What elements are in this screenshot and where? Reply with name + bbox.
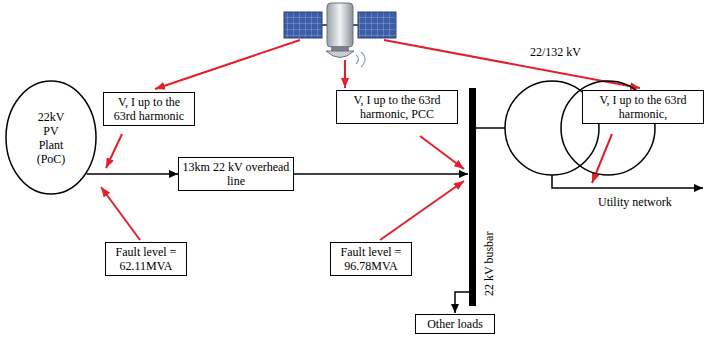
utility-feeder [552, 175, 703, 188]
node-text: Other loads [427, 317, 483, 331]
busbar-label: 22 kV busbar [482, 232, 496, 296]
satellite-dish [326, 51, 354, 58]
solar-panel [284, 12, 322, 38]
red-arrow [101, 187, 140, 240]
connector-layer [87, 174, 178, 175]
feeder-connector [87, 173, 178, 175]
red-arrow [344, 60, 346, 88]
node-text: Fault level = 96.78MVA [334, 245, 408, 273]
ellipse-outline [6, 81, 96, 194]
red-arrow [155, 40, 300, 89]
node-text: 13km 22 kV overhead line [182, 160, 290, 188]
measurement-callout: V, I up to the 63rd harmonic, PCC [336, 90, 458, 124]
busbar-to-transformer [476, 127, 505, 129]
solar-panel [358, 12, 396, 38]
satellite-body [327, 3, 353, 47]
node-text: V, I up to the 63rd harmonic [107, 95, 191, 123]
transformer-rating: 22/132 kV [530, 45, 581, 59]
node-text: Fault level = 62.11MVA [109, 245, 183, 273]
fault-level-box: Fault level = 96.78MVA [330, 242, 412, 276]
overhead-line-box: 13km 22 kV overhead line [178, 157, 294, 191]
measurement-callout: V, I up to the 63rd harmonic, [582, 90, 704, 124]
fault-level-box: Fault level = 62.11MVA [105, 242, 187, 276]
signal-waves [356, 52, 365, 67]
red-arrow [380, 181, 464, 240]
satellite-neck [331, 46, 349, 51]
red-arrow [420, 136, 464, 169]
measurement-callout: V, I up to the 63rd harmonic [103, 92, 195, 126]
satellite-illustration [284, 3, 396, 67]
busbar [469, 88, 476, 306]
pv-plant-ellipse: 22kV PV Plant (PoC) [5, 80, 97, 195]
network-wires [294, 128, 703, 313]
node-text: V, I up to the 63rd harmonic, [586, 93, 700, 121]
node-text: V, I up to the 63rd harmonic, PCC [340, 93, 454, 121]
red-arrow [106, 134, 122, 168]
loads-box: Other loads [415, 314, 495, 334]
line-to-busbar [294, 173, 468, 175]
network-label: Utility network [598, 195, 672, 209]
measurement-arrows [101, 40, 640, 240]
node-text: 22kV PV Plant (PoC) [31, 110, 71, 166]
